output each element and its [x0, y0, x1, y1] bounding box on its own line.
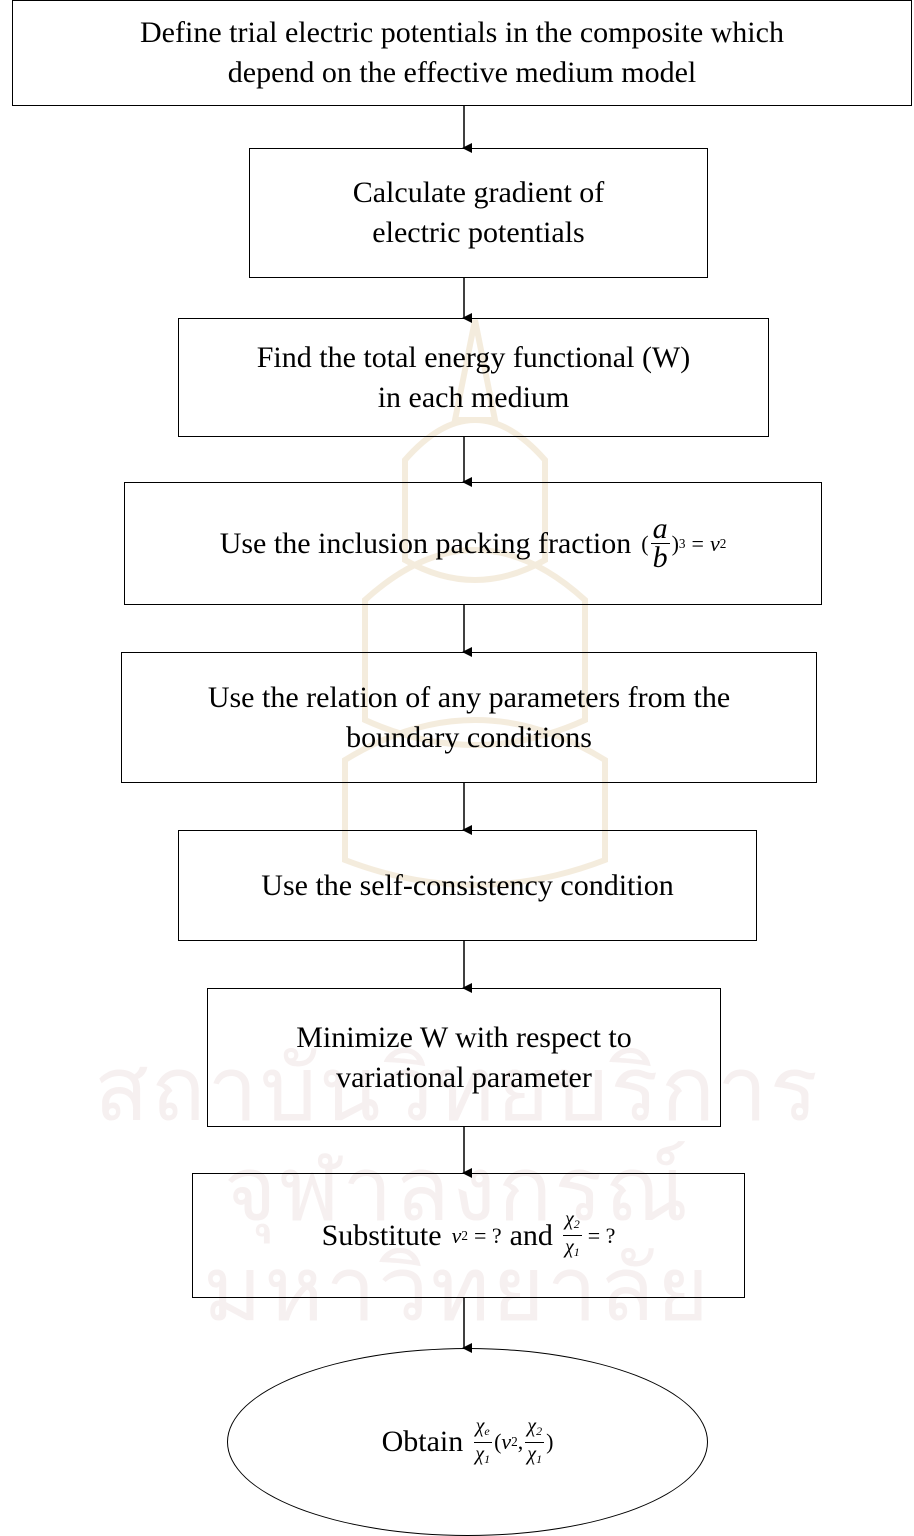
frac-num-a: a [650, 512, 670, 545]
step-self-consistency: Use the self-consistency condition [178, 830, 757, 941]
step-define-trial-potentials: Define trial electric potentials in the … [12, 0, 912, 106]
fraction-a-over-b: a b [650, 512, 670, 574]
v2-symbol: v [451, 1222, 462, 1248]
step-find-energy-functional: Find the total energy functional (W) in … [178, 318, 769, 437]
step7-line1: Minimize W with respect to [296, 1020, 632, 1054]
step2-line1: Calculate gradient of [352, 176, 605, 209]
step-calculate-gradient: Calculate gradient of electric potential… [249, 148, 708, 278]
crest-watermark-icon [342, 319, 608, 888]
arg-v: v [501, 1429, 512, 1454]
var-v: v [709, 530, 720, 556]
chi1-symbol: χ [475, 1442, 485, 1465]
step7-line2: variational parameter [336, 1060, 592, 1094]
step1-line1: Define trial electric potentials in the … [140, 16, 784, 49]
step5-line2: boundary conditions [346, 720, 592, 754]
step3-line2: in each medium [377, 380, 570, 414]
exponent-3: 3 [678, 535, 686, 551]
v2-sub: 2 [461, 1227, 468, 1243]
step4-text: Use the inclusion packing fraction [219, 526, 632, 560]
frac-den-b: b [652, 541, 668, 574]
arg-chi2-symbol: χ [527, 1414, 537, 1437]
step-minimize-w: Minimize W with respect to variational p… [207, 988, 721, 1127]
step5-line1: Use the relation of any parameters from … [207, 680, 731, 714]
args-close: ) [546, 1429, 554, 1454]
step4-content: Use the inclusion packing fraction ( a b… [219, 512, 727, 574]
chie-sub: e [484, 1423, 490, 1438]
chi2-symbol: χ [564, 1208, 574, 1230]
step-boundary-conditions: Use the relation of any parameters from … [121, 652, 817, 783]
result-prefix: Obtain [381, 1425, 464, 1458]
step3-line1: Find the total energy functional (W) [256, 340, 691, 374]
chi2-over-chi1: χ2 χ1 [562, 1208, 582, 1263]
step6-text: Use the self-consistency condition [261, 868, 674, 902]
arg-chi2-over-chi1: χ2 χ1 [525, 1414, 545, 1470]
arg-chi1-symbol: χ [527, 1442, 537, 1465]
chi-ratio-equals: = ? [587, 1222, 616, 1248]
args-open: ( [494, 1429, 502, 1454]
chi1-symbol: χ [564, 1236, 574, 1258]
chie-over-chi1: χe χ1 [473, 1415, 492, 1470]
chi1-sub: 1 [573, 1245, 580, 1259]
watermark-text: สถาบันวิทยบริการ จุฬาลงกรณ์มหาวิทยาลัย [0, 1040, 914, 1340]
chi2-sub: 2 [573, 1217, 580, 1231]
arg-chi1-sub: 1 [536, 1451, 543, 1466]
arg-chi2-sub: 2 [536, 1423, 543, 1438]
step-packing-fraction: Use the inclusion packing fraction ( a b… [124, 482, 822, 605]
step1-line2: depend on the effective medium model [227, 56, 697, 89]
arg-v-sub: 2 [511, 1434, 518, 1449]
v2-equals: = ? [473, 1222, 502, 1248]
step8-and: and [509, 1218, 553, 1252]
chi-ratio-assignment: χ2 χ1 = ? [561, 1208, 615, 1263]
watermark-line-2: จุฬาลงกรณ์มหาวิทยาลัย [202, 1137, 712, 1342]
chie-symbol: χ [475, 1414, 485, 1437]
chi1-sub: 1 [484, 1451, 491, 1466]
equals-sign: = [691, 530, 704, 556]
args-comma: , [517, 1429, 524, 1454]
var-v-sub: 2 [719, 535, 727, 551]
watermark-line-1: สถาบันวิทยบริการ [93, 1037, 821, 1142]
step2-line2: electric potentials [372, 216, 585, 249]
step8-prefix: Substitute [321, 1218, 442, 1252]
